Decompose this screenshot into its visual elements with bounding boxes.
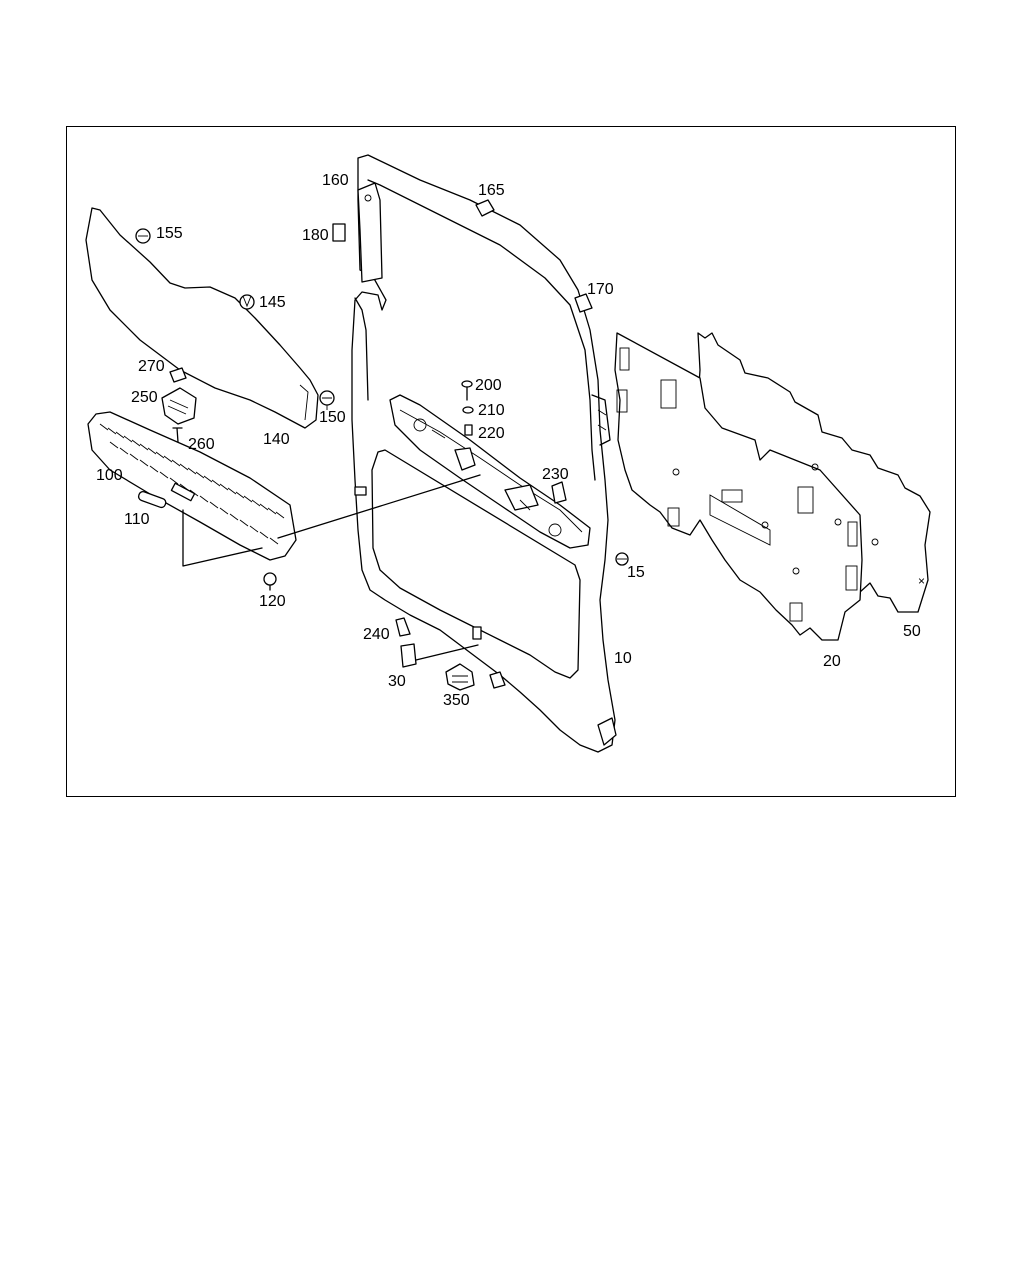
clip-165 [475,199,495,217]
insulation-panel-20 [614,332,863,641]
callout-30: 30 [388,673,406,690]
callout-180: 180 [302,227,329,244]
pillar-160 [357,182,383,283]
callout-140: 140 [263,431,290,448]
clip-170 [574,293,593,313]
clip-15 [615,552,629,566]
callout-220: 220 [478,425,505,442]
callout-15: 15 [627,564,645,581]
clip-155 [135,228,151,244]
callout-250: 250 [131,389,158,406]
side-trim-140 [85,207,319,429]
callout-labels: 10 15 20 30 50 100 110 120 140 145 150 1… [96,172,921,709]
clip-150 [319,390,335,410]
callout-240: 240 [363,626,390,643]
clip-270 [169,367,187,383]
callout-20: 20 [823,653,841,670]
callout-260: 260 [188,436,215,453]
callout-100: 100 [96,467,123,484]
screw-200 [461,380,473,401]
callout-150: 150 [319,409,346,426]
screw-260 [172,427,183,443]
callout-230: 230 [542,466,569,483]
callout-10: 10 [614,650,632,667]
cover-30 [400,643,417,668]
clip-240 [395,617,411,637]
callout-270: 270 [138,358,165,375]
clip-120 [263,572,277,591]
svg-text:×: × [918,574,925,588]
callout-110: 110 [124,511,150,528]
handle-rail [389,394,591,549]
insert-220 [464,424,473,436]
clip-230 [551,481,567,504]
callout-120: 120 [259,593,286,610]
callout-210: 210 [478,402,505,419]
clip-180 [332,223,346,242]
sill-plate-ribs [99,423,285,545]
callout-200: 200 [475,377,502,394]
callout-145: 145 [259,294,286,311]
callout-160: 160 [322,172,349,189]
callout-50: 50 [903,623,921,640]
grab-handle-250 [161,387,197,425]
callout-155: 155 [156,225,183,242]
trim-cap-110 [137,490,167,509]
latch-350 [445,663,475,691]
callout-170: 170 [587,281,614,298]
washer-210 [462,406,474,414]
clip-145 [239,294,255,310]
callout-350: 350 [443,692,470,709]
callout-165: 165 [478,182,505,199]
